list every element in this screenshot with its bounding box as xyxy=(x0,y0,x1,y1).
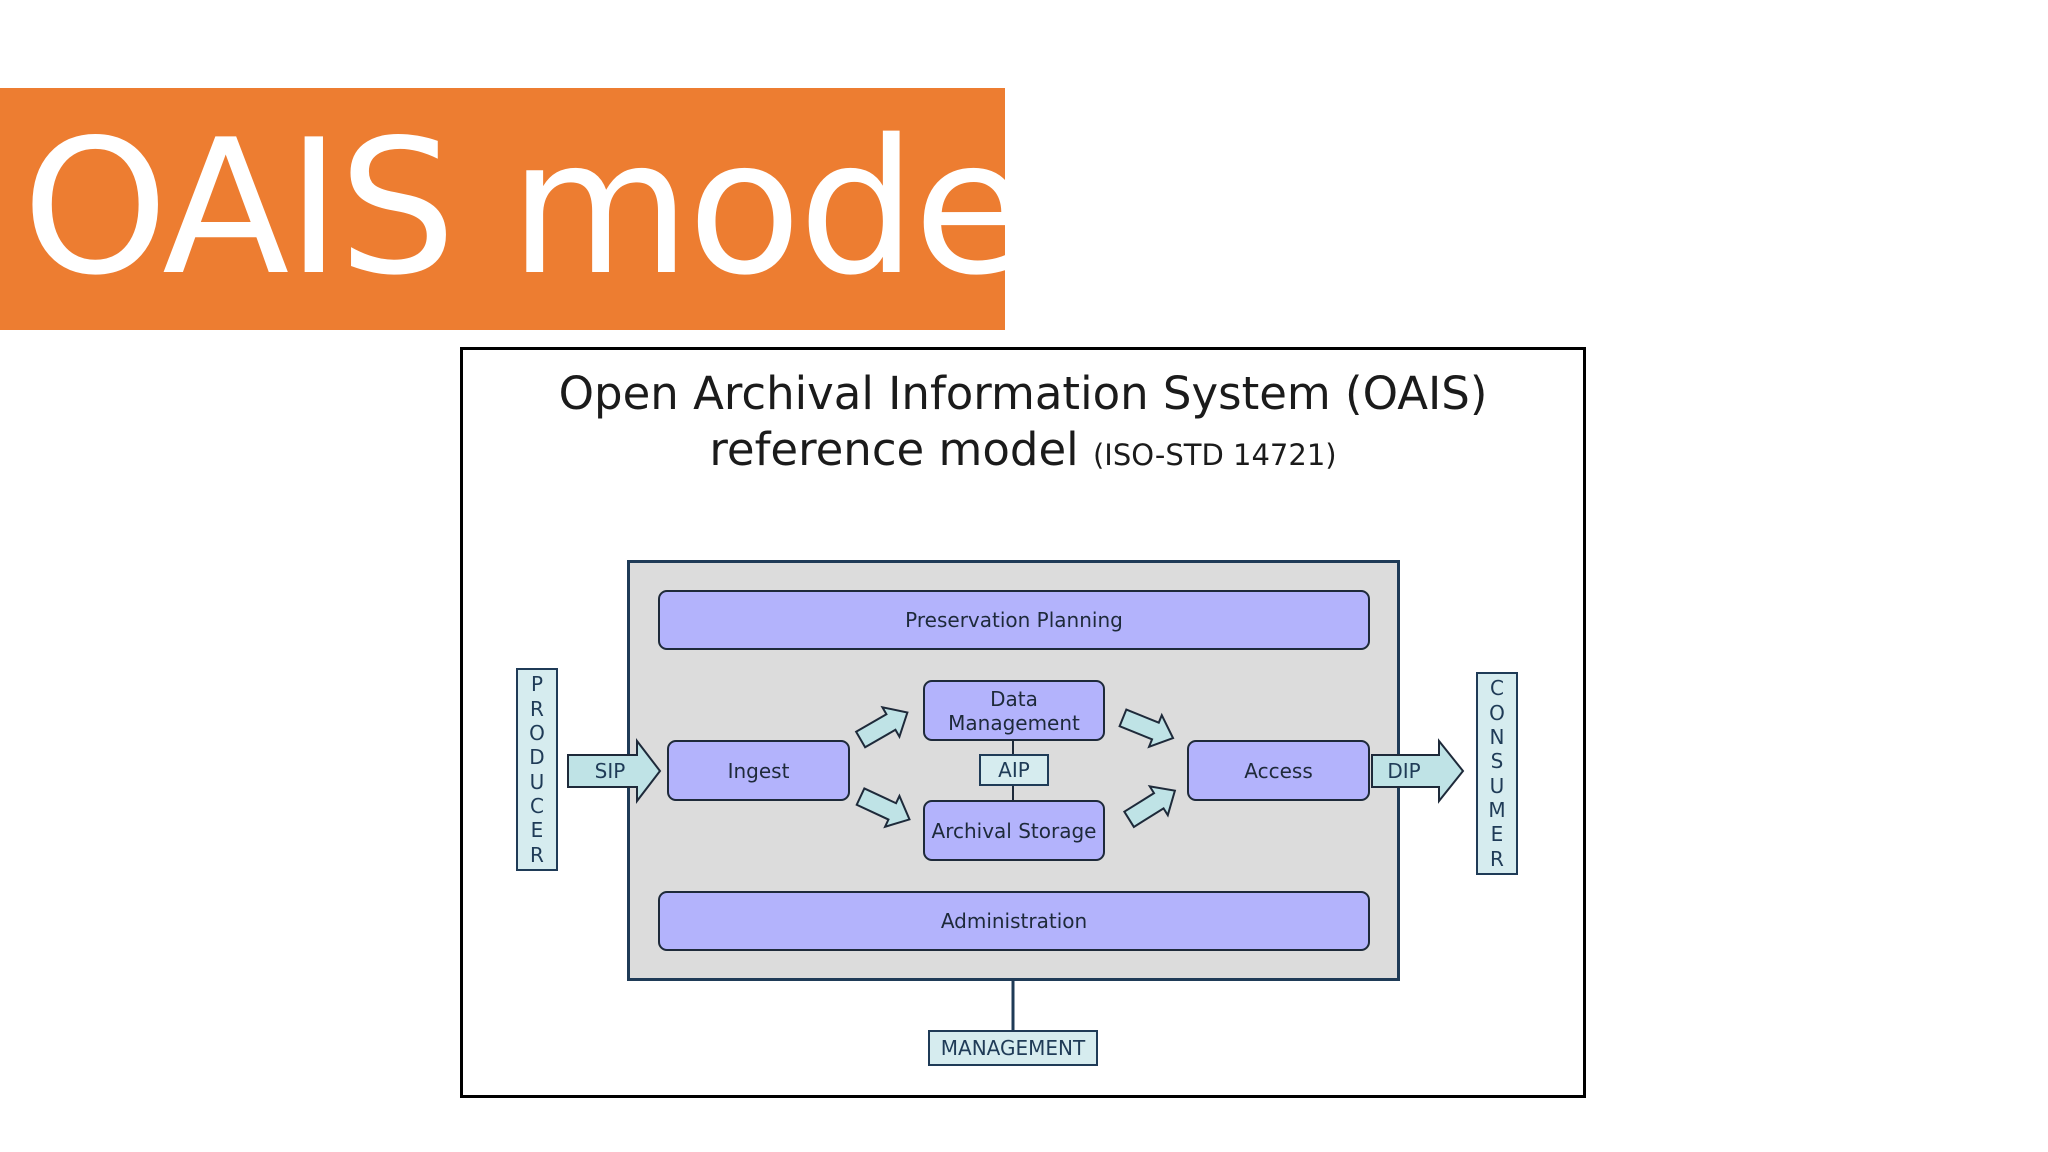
producer-letter: P xyxy=(530,672,544,697)
title-banner xyxy=(0,88,1005,330)
access-box: Access xyxy=(1187,740,1370,801)
consumer-letter: N xyxy=(1489,724,1505,749)
producer-letter: E xyxy=(530,818,544,843)
figure-title-main: reference model xyxy=(709,423,1079,476)
ingest-to-data-management-arrow xyxy=(854,705,909,749)
consumer-letter: C xyxy=(1490,676,1504,701)
figure-title-standard: (ISO-STD 14721) xyxy=(1092,438,1337,472)
data-management-box: Data Management xyxy=(923,680,1105,741)
aip-label: AIP xyxy=(979,754,1049,786)
consumer-letter: O xyxy=(1489,700,1505,725)
consumer-letter: S xyxy=(1490,749,1504,774)
consumer-letter: M xyxy=(1488,797,1506,822)
management-box: MANAGEMENT xyxy=(928,1030,1098,1066)
data-management-label-line2: Management xyxy=(948,710,1080,735)
ingest-box: Ingest xyxy=(667,740,850,801)
archival-storage-box: Archival Storage xyxy=(923,800,1105,861)
archival-storage-label: Archival Storage xyxy=(931,818,1097,843)
consumer-letter: E xyxy=(1490,822,1504,847)
ingest-to-archival-storage-arrow xyxy=(855,787,911,829)
archival-storage-to-access-arrow xyxy=(1122,784,1177,829)
dip-label: DIP xyxy=(1387,759,1421,783)
sip-arrow xyxy=(567,738,662,804)
data-management-to-access-arrow xyxy=(1118,708,1175,749)
figure-title-line2: reference model (ISO-STD 14721) xyxy=(463,422,1583,483)
sip-label: SIP xyxy=(594,759,626,783)
producer-letter: R xyxy=(530,842,544,867)
producer-letter: R xyxy=(530,696,544,721)
access-label: Access xyxy=(1244,758,1313,783)
data-management-label-line1: Data xyxy=(990,686,1038,711)
producer-letter: D xyxy=(529,745,545,770)
slide-title: OAIS model xyxy=(22,99,1077,316)
figure-title-line1: Open Archival Information System (OAIS) xyxy=(558,367,1488,420)
dip-arrow xyxy=(1371,738,1465,804)
administration-box: Administration xyxy=(658,891,1370,951)
ingest-label: Ingest xyxy=(727,758,790,783)
consumer-letter: U xyxy=(1489,773,1505,798)
producer-letter: C xyxy=(530,793,544,818)
producer-letter: U xyxy=(529,769,545,794)
producer-letter: O xyxy=(529,720,545,745)
administration-label: Administration xyxy=(940,909,1088,933)
preservation-planning-box: Preservation Planning xyxy=(658,590,1370,650)
consumer-letter: R xyxy=(1490,846,1504,871)
preservation-planning-label: Preservation Planning xyxy=(905,608,1123,632)
